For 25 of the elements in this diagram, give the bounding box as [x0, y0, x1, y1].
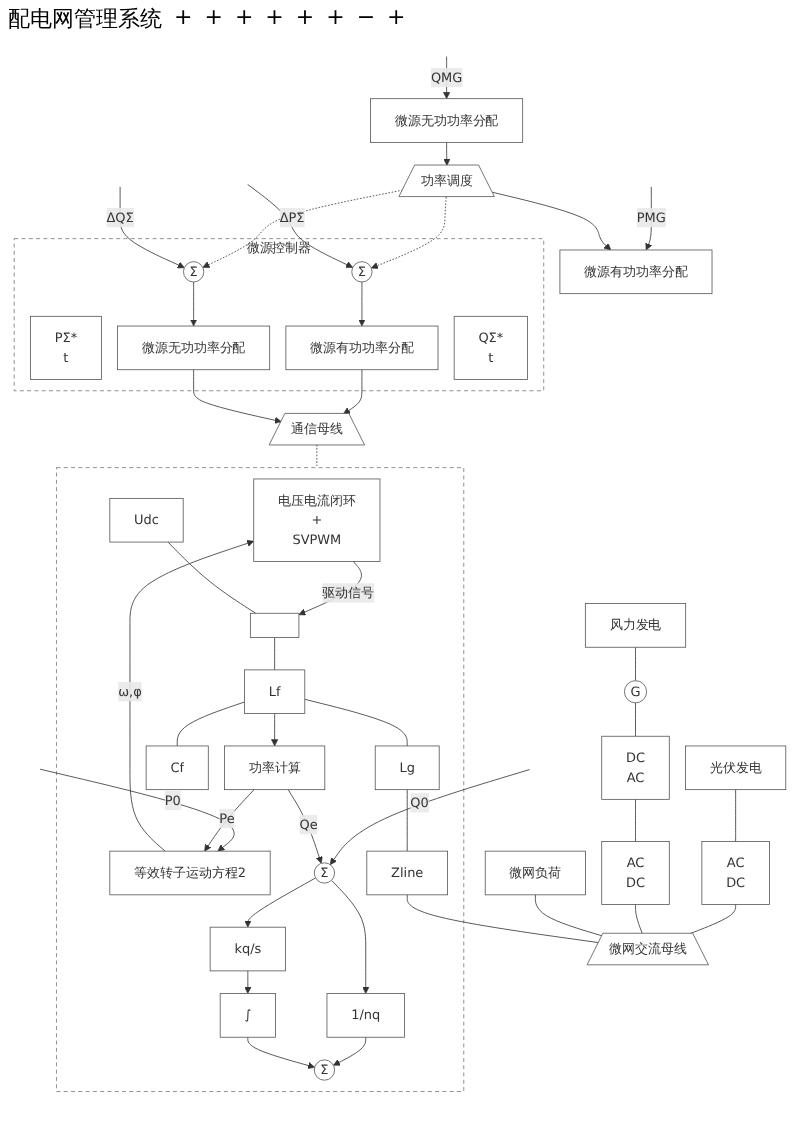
- note-text: +: [326, 4, 345, 34]
- connector: [635, 798, 636, 842]
- connector: [274, 637, 276, 671]
- connector: [735, 789, 737, 842]
- connector: [635, 702, 636, 737]
- connector: [167, 541, 257, 614]
- connector: [406, 894, 600, 944]
- cluster: [56, 467, 465, 1092]
- note-text: +: [204, 4, 223, 34]
- note-text: +: [387, 4, 406, 34]
- connector: [406, 789, 408, 852]
- note-text: −: [356, 4, 376, 34]
- connector: [176, 701, 245, 747]
- note-text: +: [295, 4, 315, 34]
- note-text: +: [174, 4, 193, 34]
- connector: [635, 646, 636, 682]
- note-text: +: [265, 4, 284, 34]
- connector: [304, 698, 408, 747]
- connector: [635, 904, 643, 935]
- node-box: [249, 612, 300, 638]
- connector: [534, 894, 603, 937]
- connector: [689, 904, 737, 935]
- connector: [316, 444, 318, 469]
- note-text: 配电网管理系统: [8, 4, 162, 34]
- note-text: +: [234, 4, 254, 34]
